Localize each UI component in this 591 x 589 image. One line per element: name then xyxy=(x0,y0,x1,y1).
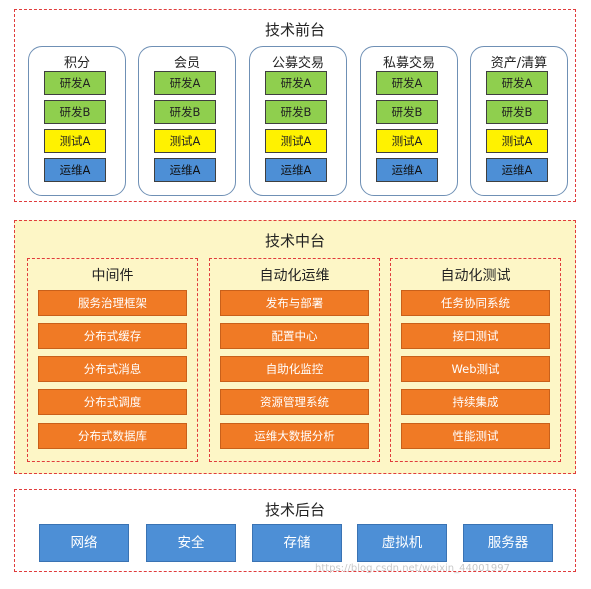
card-public-trading: 公募交易 研发A 研发B 测试A 运维A xyxy=(249,46,347,196)
card-private-trading: 私募交易 研发A 研发B 测试A 运维A xyxy=(360,46,458,196)
chip-test-a: 测试A xyxy=(486,129,548,153)
card-points: 积分 研发A 研发B 测试A 运维A xyxy=(28,46,126,196)
card-title: 积分 xyxy=(63,56,90,71)
chip-ops-a: 运维A xyxy=(376,158,438,182)
group-middleware: 中间件 服务治理框架 分布式缓存 分布式消息 分布式调度 分布式数据库 xyxy=(27,258,198,462)
card-title: 公募交易 xyxy=(271,56,324,71)
chip-ops-a: 运维A xyxy=(154,158,216,182)
chip-ops-a: 运维A xyxy=(265,158,327,182)
item-api-test: 接口测试 xyxy=(401,323,550,349)
item-config-center: 配置中心 xyxy=(220,323,369,349)
infra-storage: 存储 xyxy=(252,524,342,562)
chip-dev-b: 研发B xyxy=(265,100,327,124)
back-layer: 技术后台 网络 安全 存储 虚拟机 服务器 xyxy=(14,489,576,572)
item-distributed-database: 分布式数据库 xyxy=(38,423,187,449)
chip-test-a: 测试A xyxy=(265,129,327,153)
item-web-test: Web测试 xyxy=(401,356,550,382)
item-release-deploy: 发布与部署 xyxy=(220,290,369,316)
infra-network: 网络 xyxy=(39,524,129,562)
chip-test-a: 测试A xyxy=(376,129,438,153)
item-task-collaboration: 任务协同系统 xyxy=(401,290,550,316)
item-distributed-cache: 分布式缓存 xyxy=(38,323,187,349)
front-layer: 技术前台 积分 研发A 研发B 测试A 运维A 会员 研发A 研发B 测试A 运… xyxy=(14,9,576,202)
chip-dev-b: 研发B xyxy=(376,100,438,124)
item-ci: 持续集成 xyxy=(401,389,550,415)
chip-dev-a: 研发A xyxy=(376,71,438,95)
card-title: 会员 xyxy=(173,56,200,71)
infra-server: 服务器 xyxy=(463,524,553,562)
item-performance-test: 性能测试 xyxy=(401,423,550,449)
card-title: 资产/清算 xyxy=(490,56,548,71)
item-self-monitoring: 自助化监控 xyxy=(220,356,369,382)
item-service-governance: 服务治理框架 xyxy=(38,290,187,316)
chip-dev-b: 研发B xyxy=(486,100,548,124)
chip-dev-a: 研发A xyxy=(154,71,216,95)
watermark: https://blog.csdn.net/weixin_44001997 xyxy=(315,563,511,574)
item-ops-big-data: 运维大数据分析 xyxy=(220,423,369,449)
chip-dev-a: 研发A xyxy=(486,71,548,95)
item-distributed-message: 分布式消息 xyxy=(38,356,187,382)
infra-vm: 虚拟机 xyxy=(357,524,447,562)
card-member: 会员 研发A 研发B 测试A 运维A xyxy=(138,46,236,196)
chip-dev-b: 研发B xyxy=(44,100,106,124)
group-title: 中间件 xyxy=(91,268,134,284)
group-title: 自动化运维 xyxy=(259,268,330,284)
chip-dev-b: 研发B xyxy=(154,100,216,124)
chip-dev-a: 研发A xyxy=(265,71,327,95)
group-auto-ops: 自动化运维 发布与部署 配置中心 自助化监控 资源管理系统 运维大数据分析 xyxy=(209,258,380,462)
middle-layer: 技术中台 中间件 服务治理框架 分布式缓存 分布式消息 分布式调度 分布式数据库… xyxy=(14,220,576,474)
middle-layer-title: 技术中台 xyxy=(264,232,325,250)
group-title: 自动化测试 xyxy=(440,268,511,284)
item-distributed-scheduling: 分布式调度 xyxy=(38,389,187,415)
card-title: 私募交易 xyxy=(382,56,435,71)
group-auto-test: 自动化测试 任务协同系统 接口测试 Web测试 持续集成 性能测试 xyxy=(390,258,561,462)
chip-test-a: 测试A xyxy=(44,129,106,153)
chip-test-a: 测试A xyxy=(154,129,216,153)
infra-security: 安全 xyxy=(146,524,236,562)
back-layer-title: 技术后台 xyxy=(264,501,325,519)
chip-dev-a: 研发A xyxy=(44,71,106,95)
card-asset-clearing: 资产/清算 研发A 研发B 测试A 运维A xyxy=(470,46,568,196)
chip-ops-a: 运维A xyxy=(486,158,548,182)
item-resource-management: 资源管理系统 xyxy=(220,389,369,415)
chip-ops-a: 运维A xyxy=(44,158,106,182)
front-layer-title: 技术前台 xyxy=(264,21,325,39)
